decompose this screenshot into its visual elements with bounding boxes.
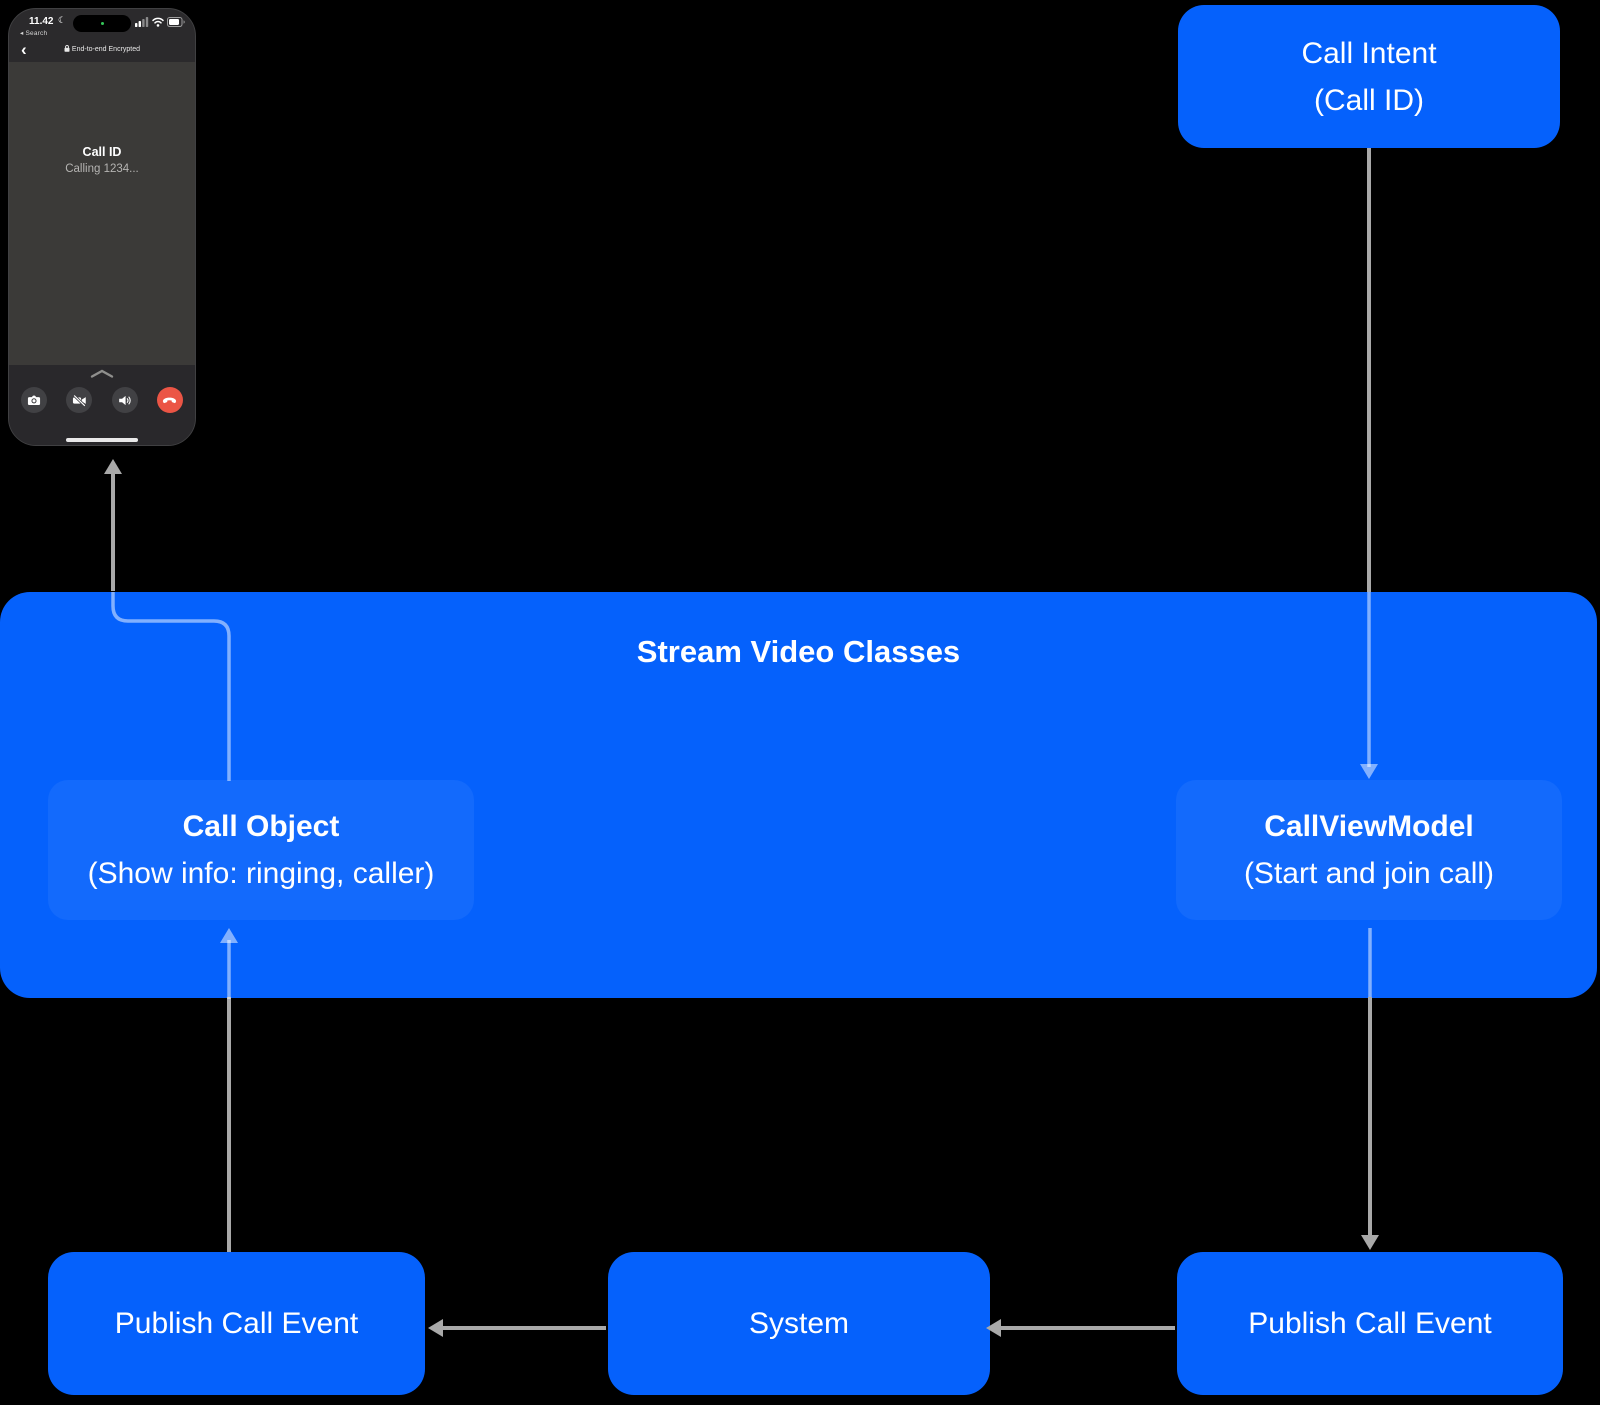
publish-call-event-left-box: Publish Call Event — [48, 1252, 425, 1395]
banner-title: Stream Video Classes — [636, 634, 961, 669]
lock-icon — [64, 45, 70, 52]
speaker-button[interactable] — [111, 387, 138, 413]
encryption-label: End-to-end Encrypted — [9, 45, 195, 53]
arrow-cvm-head — [1361, 1235, 1379, 1250]
call-object-box: Call Object (Show info: ringing, caller) — [48, 780, 474, 920]
publish-call-event-right-label: Publish Call Event — [1248, 1306, 1492, 1340]
call-intent-title: Call Intent — [1301, 36, 1437, 70]
call-intent-subtitle: (Call ID) — [1314, 83, 1424, 117]
call-controls-bar — [9, 365, 195, 445]
status-time: 11.42 — [29, 16, 54, 27]
signal-icon — [135, 17, 149, 27]
camera-indicator-dot — [100, 22, 104, 25]
status-icons — [135, 17, 185, 27]
system-box: System — [608, 1252, 990, 1395]
stream-video-classes-banner: Stream Video Classes Call Object (Show i… — [0, 592, 1597, 998]
dynamic-island — [73, 15, 131, 32]
arrow-banner-to-phone-head — [104, 459, 122, 474]
battery-icon — [167, 17, 185, 27]
home-indicator[interactable] — [66, 438, 138, 442]
camera-flip-button[interactable] — [21, 387, 47, 413]
camera-icon — [27, 395, 41, 406]
wifi-icon — [152, 17, 164, 27]
system-label: System — [748, 1306, 850, 1340]
phone-mockup: 11.42 ☾ ◂ Search ‹ — [8, 8, 196, 446]
video-off-icon — [72, 394, 86, 407]
speaker-icon — [118, 395, 131, 405]
publish-call-event-left-label: Publish Call Event — [114, 1306, 359, 1340]
end-call-icon — [163, 397, 177, 404]
call-view-model-subtitle: (Start and join call) — [1243, 857, 1495, 890]
video-off-button[interactable] — [66, 387, 93, 413]
search-back-indicator: ◂ Search — [20, 30, 48, 37]
call-object-subtitle: (Show info: ringing, caller) — [87, 857, 435, 890]
publish-call-event-right-box: Publish Call Event — [1177, 1252, 1563, 1395]
calling-status: Calling 1234... — [65, 163, 139, 175]
call-object-title: Call Object — [182, 810, 340, 843]
call-buttons-row — [9, 387, 195, 413]
arrow-system-to-publish-left-head — [428, 1319, 443, 1337]
call-view-model-title: CallViewModel — [1264, 810, 1474, 843]
call-intent-box: Call Intent (Call ID) — [1178, 5, 1560, 148]
call-id-title: Call ID — [82, 145, 122, 159]
chevron-up-icon[interactable] — [85, 367, 119, 379]
call-screen: Call ID Calling 1234... — [9, 62, 195, 365]
call-view-model-box: CallViewModel (Start and join call) — [1176, 780, 1562, 920]
end-call-button[interactable] — [156, 387, 183, 413]
search-back-icon: ◂ — [20, 30, 24, 37]
back-chevron-icon[interactable]: ‹ — [21, 40, 27, 59]
moon-icon: ☾ — [58, 15, 67, 25]
